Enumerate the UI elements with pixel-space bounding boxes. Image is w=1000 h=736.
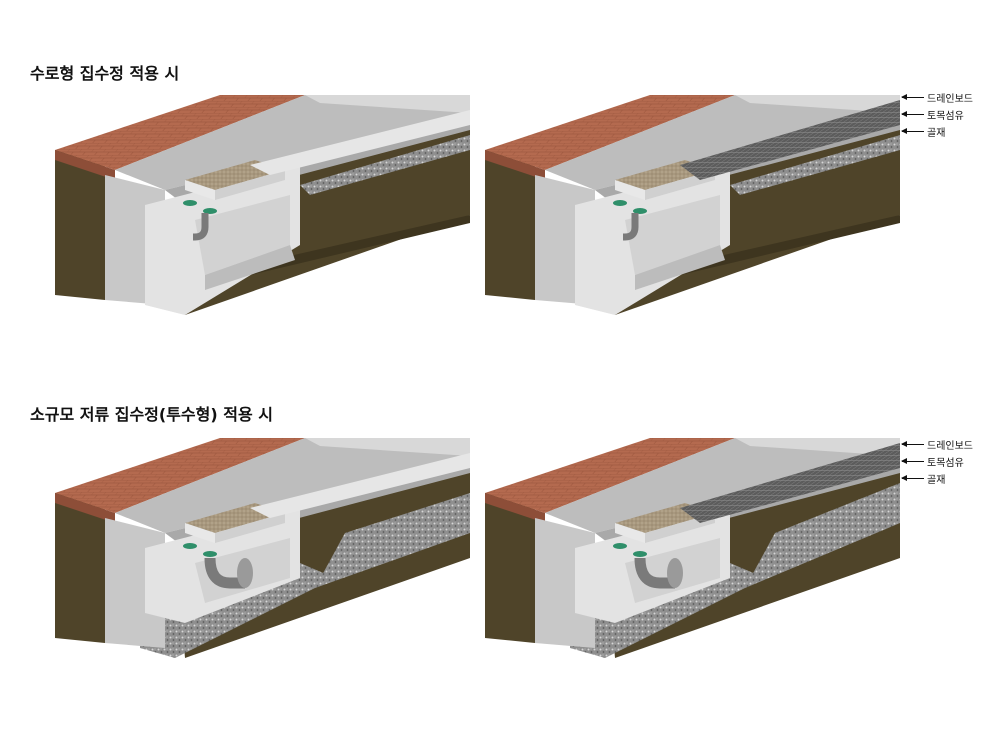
arrow-left-icon <box>901 475 924 481</box>
diagram-retention-type-drainage <box>55 438 470 658</box>
arrow-left-icon <box>901 111 924 117</box>
section-title-small-retention-type: 소규모 저류 집수정(투수형) 적용 시 <box>30 405 273 424</box>
diagram-channel-type-drainage <box>55 95 470 315</box>
section-title-channel-type: 수로형 집수정 적용 시 <box>30 64 180 83</box>
arrow-left-icon <box>901 128 924 134</box>
arrow-left-icon <box>901 94 924 100</box>
label-drainboard: 드레인보드 <box>901 437 973 452</box>
label-drainboard: 드레인보드 <box>901 90 973 105</box>
label-aggregate: 골재 <box>901 124 945 139</box>
arrow-left-icon <box>901 458 924 464</box>
diagram-retention-type-drainboard <box>485 438 900 658</box>
label-geotextile: 토목섬유 <box>901 107 964 122</box>
diagram-channel-type-drainboard <box>485 95 900 315</box>
label-aggregate: 골재 <box>901 471 945 486</box>
label-geotextile: 토목섬유 <box>901 454 964 469</box>
arrow-left-icon <box>901 441 924 447</box>
